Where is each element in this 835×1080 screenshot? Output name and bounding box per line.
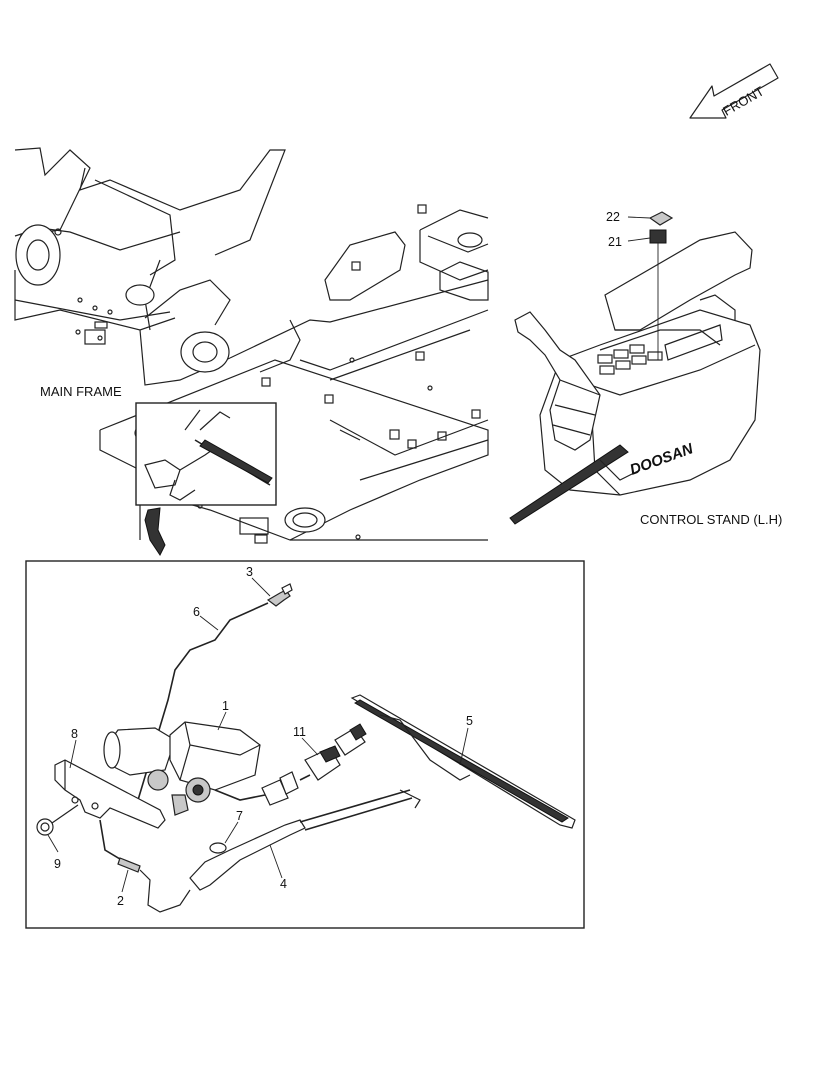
callout-21: 21	[608, 235, 622, 249]
callout-11: 11	[293, 725, 306, 739]
callout-3: 3	[246, 565, 253, 579]
callout-6: 6	[193, 605, 200, 619]
control-stand-label: CONTROL STAND (L.H)	[640, 512, 782, 527]
callout-4: 4	[280, 877, 287, 891]
detail-view: 3 6 1 11 5 8 7 9 4 2	[25, 560, 585, 929]
callout-1: 1	[222, 699, 229, 713]
callout-9: 9	[54, 857, 61, 871]
front-arrow: FRONT	[689, 63, 779, 119]
callout-2: 2	[117, 894, 124, 908]
callout-5: 5	[466, 714, 473, 728]
callout-8: 8	[71, 727, 78, 741]
callout-22: 22	[606, 210, 620, 224]
main-frame-label: MAIN FRAME	[40, 384, 122, 399]
control-stand-drawing: DOOSAN 22 21 CONTROL STAND (L.H)	[509, 210, 782, 527]
callout-7: 7	[236, 809, 243, 823]
main-frame-drawing: MAIN FRAME	[14, 147, 489, 556]
